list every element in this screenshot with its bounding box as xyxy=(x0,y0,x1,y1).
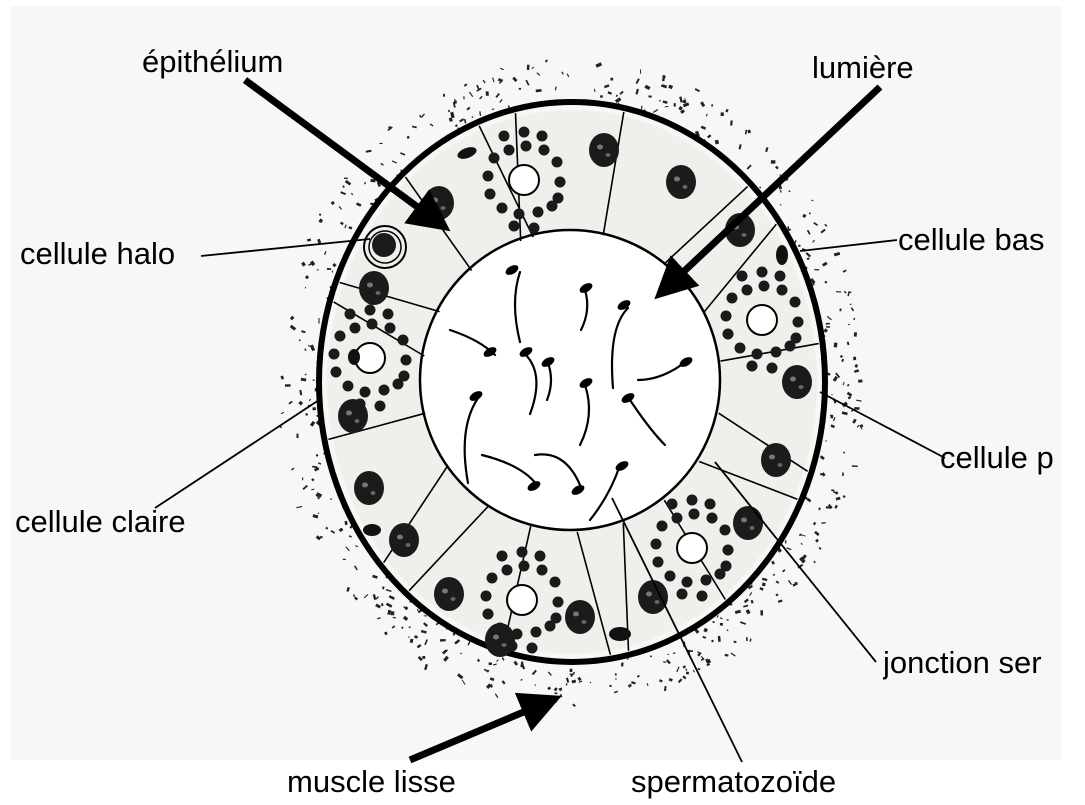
label-principal-cell-clip: cellule p xyxy=(940,440,1060,480)
epithelium-arrow xyxy=(245,80,442,225)
label-halo-cell: cellule halo xyxy=(20,238,175,269)
label-basal-cell-clip: cellule bas xyxy=(898,222,1056,262)
label-epithelium: épithélium xyxy=(142,46,283,77)
label-smooth-muscle: muscle lisse xyxy=(287,766,456,797)
label-basal-cell: cellule bas xyxy=(898,224,1044,255)
muscle-arrow xyxy=(410,700,552,760)
label-lumen: lumière xyxy=(812,52,914,83)
label-tight-junction-clip: jonction ser xyxy=(883,645,1058,685)
label-clear-cell: cellule claire xyxy=(15,506,186,537)
label-principal-cell: cellule p xyxy=(940,442,1054,473)
label-tight-junction: jonction ser xyxy=(883,647,1042,678)
label-spermatozoon: spermatozoïde xyxy=(631,766,836,797)
